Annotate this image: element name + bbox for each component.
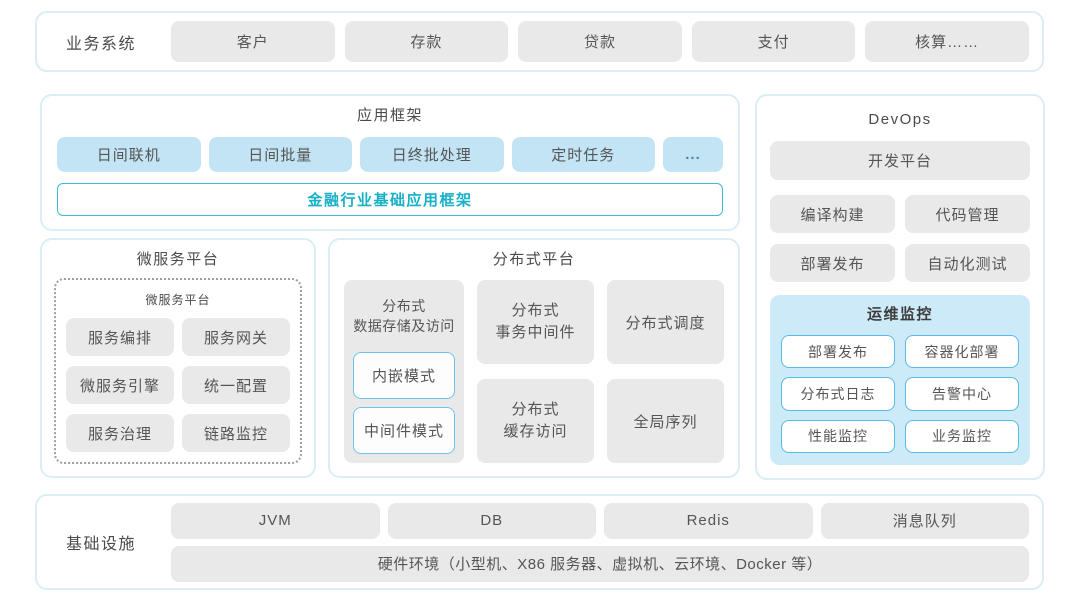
devops-block-deploy-release: 部署发布 — [770, 244, 895, 282]
appfw-block-daytime-online: 日间联机 — [57, 137, 201, 172]
global-sequence-cell: 全局序列 — [607, 379, 724, 463]
microservice-platform-title: 微服务平台 — [136, 251, 220, 268]
infra-block-message-queue: 消息队列 — [820, 502, 1029, 539]
devops-block-dev-platform: 开发平台 — [770, 141, 1030, 180]
distributed-storage-label: 分布式 数据存储及访问 — [353, 297, 455, 334]
storage-mode-middleware: 中间件模式 — [353, 407, 455, 454]
appfw-block-daytime-batch: 日间批量 — [208, 137, 352, 172]
devops-block-automated-testing: 自动化测试 — [905, 244, 1030, 282]
micro-block-service-gateway: 服务网关 — [182, 318, 290, 356]
ops-block-alert-center: 告警中心 — [905, 377, 1019, 411]
distributed-grid: 分布式 数据存储及访问 内嵌模式 中间件模式 分布式 事务中间件 分布式 缓存访… — [344, 280, 724, 463]
appfw-block-more: ... — [663, 137, 723, 172]
hardware-environment-bar: 硬件环境（小型机、X86 服务器、虚拟机、云环境、Docker 等） — [171, 545, 1029, 582]
devops-section: DevOps 开发平台 编译构建 代码管理 部署发布 自动化测试 运维监控 部署… — [755, 94, 1045, 480]
distributed-storage-cell: 分布式 数据存储及访问 内嵌模式 中间件模式 — [344, 280, 464, 463]
business-block-deposit: 存款 — [344, 21, 509, 62]
infra-block-db: DB — [387, 502, 596, 539]
financial-base-framework-bar: 金融行业基础应用框架 — [57, 183, 723, 216]
distributed-right-column: 分布式调度 全局序列 — [607, 280, 724, 463]
app-framework-section: 应用框架 日间联机 日间批量 日终批处理 定时任务 ... 金融行业基础应用框架 — [40, 94, 740, 231]
micro-block-trace-monitoring: 链路监控 — [182, 414, 290, 452]
ops-block-performance-monitoring: 性能监控 — [781, 419, 895, 453]
ops-block-distributed-log: 分布式日志 — [781, 377, 895, 411]
business-systems-row: 客户 存款 贷款 支付 核算…… — [171, 21, 1029, 62]
distributed-scheduler-cell: 分布式调度 — [607, 280, 724, 364]
business-systems-section: 业务系统 客户 存款 贷款 支付 核算…… — [35, 11, 1044, 72]
business-systems-label: 业务系统 — [65, 35, 136, 53]
infrastructure-label: 基础设施 — [65, 536, 136, 553]
distributed-platform-title: 分布式平台 — [492, 251, 576, 268]
business-block-payment: 支付 — [691, 21, 856, 62]
business-block-accounting: 核算…… — [865, 21, 1029, 62]
infra-block-redis: Redis — [604, 502, 813, 539]
distributed-middle-column: 分布式 事务中间件 分布式 缓存访问 — [477, 280, 594, 463]
appfw-block-scheduled-task: 定时任务 — [511, 137, 655, 172]
devops-grid: 编译构建 代码管理 部署发布 自动化测试 — [770, 195, 1030, 282]
ops-block-container-deploy: 容器化部署 — [905, 335, 1019, 369]
micro-block-microservice-engine: 微服务引擎 — [66, 366, 174, 404]
distributed-platform-section: 分布式平台 分布式 数据存储及访问 内嵌模式 中间件模式 分布式 事务中间件 分… — [328, 238, 740, 478]
business-block-customer: 客户 — [171, 21, 335, 62]
ops-monitoring-grid: 部署发布 容器化部署 分布式日志 告警中心 性能监控 业务监控 — [781, 335, 1019, 453]
storage-mode-embedded: 内嵌模式 — [353, 352, 455, 399]
appfw-block-eod-batch: 日终批处理 — [360, 137, 504, 172]
ops-block-deploy-release: 部署发布 — [781, 335, 895, 369]
infrastructure-content: JVM DB Redis 消息队列 硬件环境（小型机、X86 服务器、虚拟机、云… — [171, 502, 1029, 582]
infrastructure-section: 基础设施 JVM DB Redis 消息队列 硬件环境（小型机、X86 服务器、… — [35, 494, 1044, 590]
app-framework-row: 日间联机 日间批量 日终批处理 定时任务 ... — [57, 137, 723, 172]
microservice-grid: 服务编排 服务网关 微服务引擎 统一配置 服务治理 链路监控 — [66, 318, 290, 452]
infrastructure-row: JVM DB Redis 消息队列 — [171, 502, 1029, 539]
app-framework-title: 应用框架 — [356, 107, 423, 124]
micro-block-service-orchestration: 服务编排 — [66, 318, 174, 356]
microservice-inner-title: 微服务平台 — [145, 293, 211, 307]
microservice-inner-box: 微服务平台 服务编排 服务网关 微服务引擎 统一配置 服务治理 链路监控 — [54, 278, 302, 464]
devops-block-code-management: 代码管理 — [905, 195, 1030, 233]
distributed-cache-cell: 分布式 缓存访问 — [477, 379, 594, 463]
micro-block-service-governance: 服务治理 — [66, 414, 174, 452]
devops-title: DevOps — [868, 111, 932, 128]
devops-block-compile-build: 编译构建 — [770, 195, 895, 233]
microservice-platform-section: 微服务平台 微服务平台 服务编排 服务网关 微服务引擎 统一配置 服务治理 链路… — [40, 238, 316, 478]
ops-block-business-monitoring: 业务监控 — [905, 419, 1019, 453]
infra-block-jvm: JVM — [171, 502, 380, 539]
business-block-loan: 贷款 — [518, 21, 682, 62]
distributed-transaction-cell: 分布式 事务中间件 — [477, 280, 594, 364]
micro-block-unified-config: 统一配置 — [182, 366, 290, 404]
ops-monitoring-title: 运维监控 — [866, 306, 933, 323]
ops-monitoring-box: 运维监控 部署发布 容器化部署 分布式日志 告警中心 性能监控 业务监控 — [770, 295, 1030, 465]
